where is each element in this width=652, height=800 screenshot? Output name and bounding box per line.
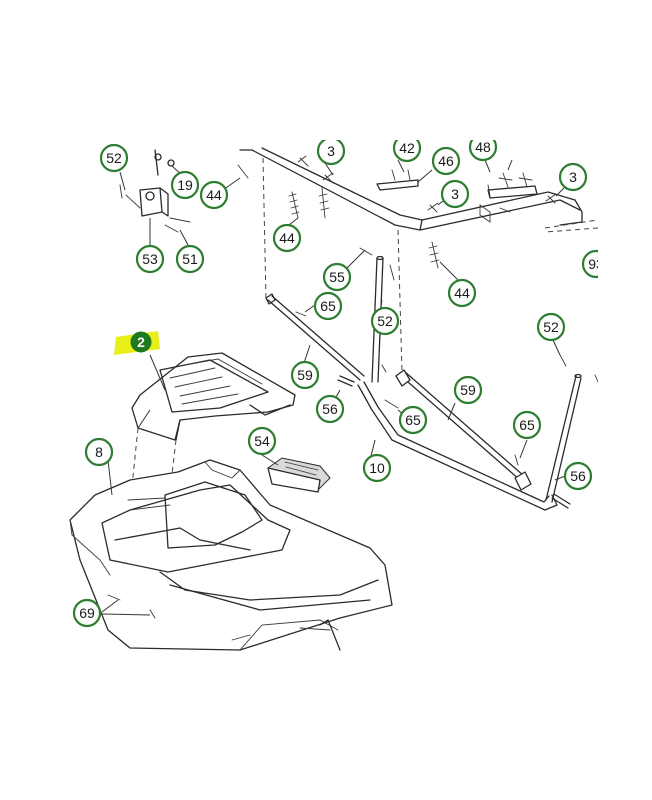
callout-label: 48 [475,139,491,155]
callout-label: 69 [79,605,95,621]
callout-label: 42 [399,140,415,156]
callout-54[interactable]: 54 [247,426,277,456]
callout-label: 56 [570,468,586,484]
callout-65-b[interactable]: 65 [398,405,428,435]
callout-46[interactable]: 46 [431,146,461,176]
callout-52-a[interactable]: 52 [99,143,129,173]
top-crop-mask [0,0,652,140]
bottom-crop-mask [0,652,652,800]
callout-label: 52 [106,150,122,166]
callout-52-b[interactable]: 52 [370,306,400,336]
callout-56-b[interactable]: 56 [563,461,593,491]
callout-label: 53 [142,251,158,267]
handle-frame [239,147,599,233]
callout-label: 44 [279,230,295,246]
handle-part-54 [267,457,331,493]
callout-2-highlighted[interactable]: 2 [114,331,160,355]
callout-44-a[interactable]: 44 [199,180,229,210]
callout-label: 44 [206,187,222,203]
callout-label: 44 [454,285,470,301]
cover-part-2 [131,352,296,441]
spring-fasteners [237,164,440,269]
callout-label: 3 [327,143,335,159]
frame-fasteners [297,155,557,223]
callout-19[interactable]: 19 [170,170,200,200]
callout-51[interactable]: 51 [175,244,205,274]
callout-59-b[interactable]: 59 [453,375,483,405]
callout-55[interactable]: 55 [322,262,352,292]
callout-label: 3 [451,186,459,202]
callout-3-b[interactable]: 3 [440,179,470,209]
callout-label: 65 [405,412,421,428]
bracket-assembly [119,149,191,233]
callout-52-c[interactable]: 52 [536,312,566,342]
callout-8[interactable]: 8 [84,437,114,467]
callout-label: 55 [329,269,345,285]
callout-label: 54 [254,433,270,449]
callout-3-a[interactable]: 3 [316,136,346,166]
callout-label: 52 [377,313,393,329]
callout-label: 59 [460,382,476,398]
callout-3-c[interactable]: 3 [558,162,588,192]
callout-44-c[interactable]: 44 [447,278,477,308]
callout-label: 19 [177,177,193,193]
callout-label: 56 [322,401,338,417]
body-part-8 [69,459,393,651]
callout-label: 59 [297,367,313,383]
callout-56-a[interactable]: 56 [315,394,345,424]
callout-label: 65 [519,417,535,433]
callout-label: 3 [569,169,577,185]
callout-label: 10 [369,460,385,476]
callout-65-c[interactable]: 65 [512,410,542,440]
callout-label: 2 [137,334,145,350]
callout-53[interactable]: 53 [135,244,165,274]
callout-label: 46 [438,153,454,169]
callout-59-a[interactable]: 59 [290,360,320,390]
assembly-guides [262,157,403,373]
callout-label: 52 [543,319,559,335]
callout-label: 65 [320,298,336,314]
callout-65-a[interactable]: 65 [313,291,343,321]
callout-label: 8 [95,444,103,460]
callout-label: 51 [182,251,198,267]
callout-10[interactable]: 10 [362,453,392,483]
callout-69[interactable]: 69 [72,598,102,628]
callout-44-b[interactable]: 44 [272,223,302,253]
